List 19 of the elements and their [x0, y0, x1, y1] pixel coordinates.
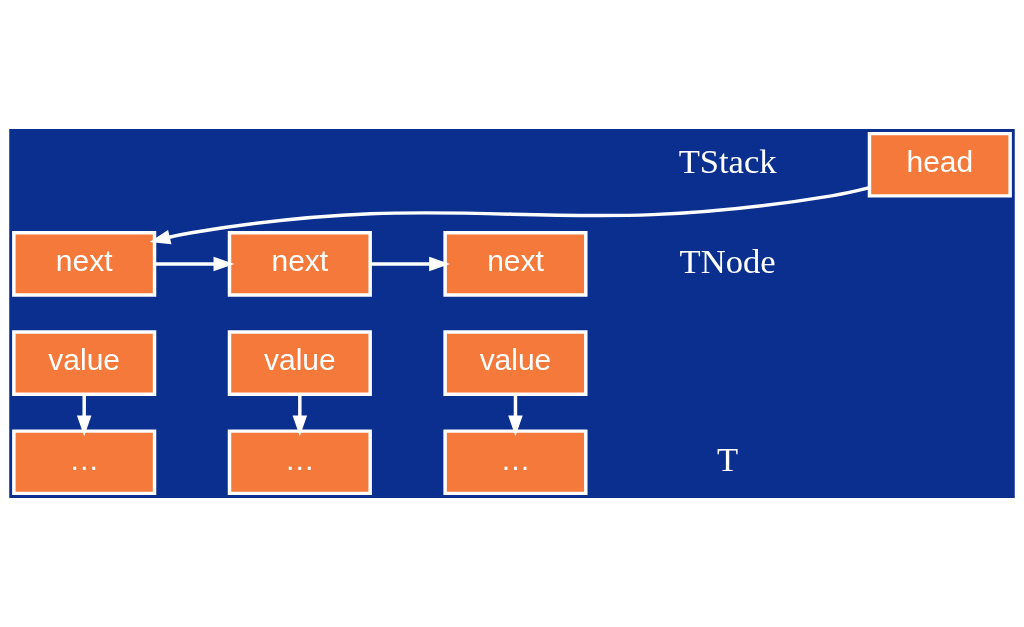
- node-box: next: [443, 231, 588, 297]
- arrow: [76, 394, 92, 437]
- label: T: [717, 439, 739, 478]
- node-box: next: [12, 231, 157, 297]
- arrow: [154, 256, 235, 272]
- node-box: value: [227, 330, 372, 396]
- node-box: head: [867, 131, 1012, 198]
- label: TStack: [678, 142, 777, 181]
- arrow: [149, 186, 870, 245]
- node-box: value: [12, 330, 157, 396]
- label: TNode: [679, 241, 776, 280]
- node-box: …: [12, 429, 157, 496]
- node-box: next: [227, 231, 372, 297]
- arrow: [370, 256, 450, 272]
- node-box: …: [227, 429, 372, 496]
- node-box: value: [443, 330, 588, 396]
- arrow: [508, 394, 523, 437]
- arrow: [292, 394, 308, 437]
- node-box: …: [443, 429, 588, 496]
